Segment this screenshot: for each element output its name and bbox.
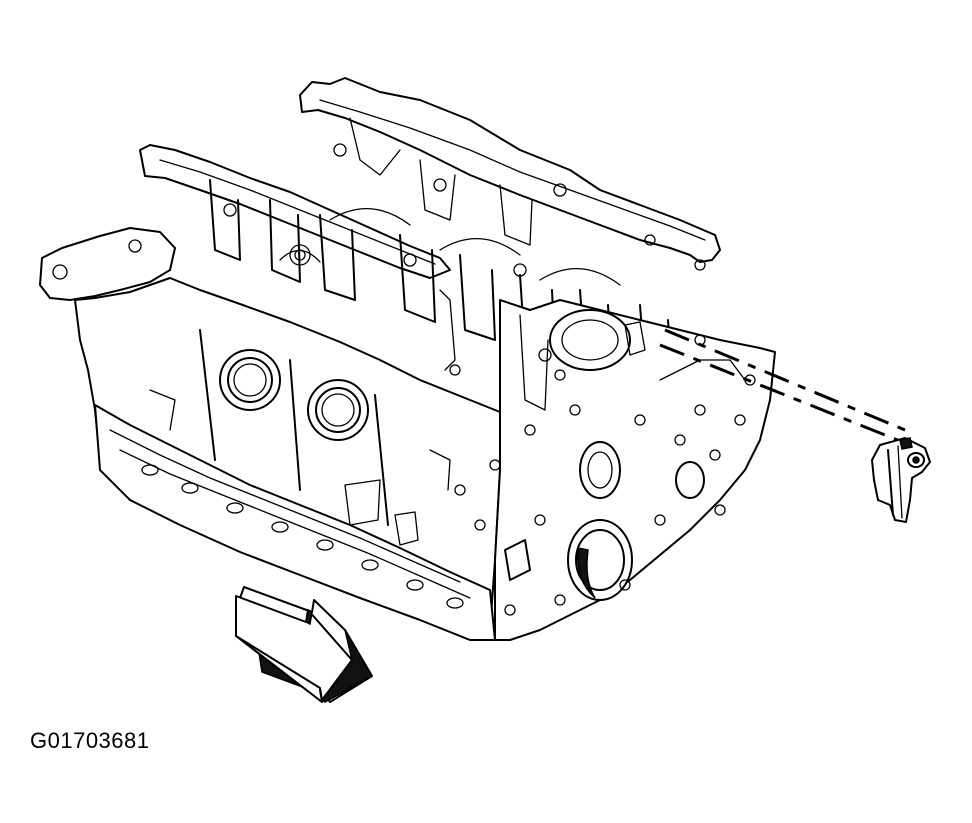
bore-seal-left [219, 349, 281, 411]
figure-id-label: G01703681 [30, 728, 150, 753]
front-crank-seal [567, 519, 633, 601]
bore-seal-middle [307, 379, 369, 441]
engine-block-illustration [39, 77, 776, 641]
exploded-view-dashed-line-2 [664, 328, 906, 432]
exploded-view-dashed-line [659, 343, 911, 447]
front-direction-arrow [235, 586, 374, 703]
timing-chain-guide-part [871, 437, 931, 523]
